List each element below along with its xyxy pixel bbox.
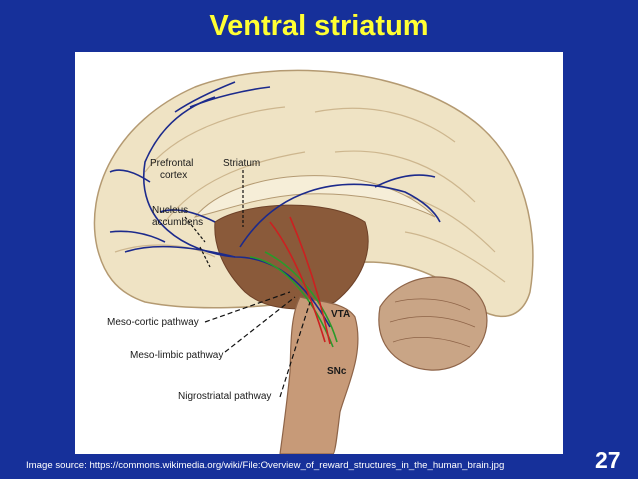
nigrostriatal-pathway-fibers <box>269 216 331 345</box>
label-snc: SNc <box>327 366 347 377</box>
brainstem <box>279 296 359 454</box>
meso-cortic-pathway-fibers <box>109 81 441 328</box>
label-vta: VTA <box>331 309 350 320</box>
gyri-folds <box>114 106 506 283</box>
meso-limbic-pathway-fibers <box>249 251 338 348</box>
label-nucleus-line2: accumbens <box>152 217 203 228</box>
label-nucleus-line1: Nucleus <box>152 205 188 216</box>
label-meso-limbic: Meso-limbic pathway <box>130 350 223 361</box>
slide-title: Ventral striatum <box>209 10 429 42</box>
label-prefrontal-line2: cortex <box>160 170 187 181</box>
image-source-caption: Image source: https://commons.wikimedia.… <box>26 460 505 471</box>
leader-lines <box>184 170 311 398</box>
cerebellum <box>378 276 488 371</box>
brain-illustration: Prefrontal cortex Striatum Nucleus accum… <box>93 69 534 454</box>
label-meso-cortic: Meso-cortic pathway <box>107 317 199 328</box>
label-striatum: Striatum <box>223 158 260 169</box>
label-nigrostriatal: Nigrostriatal pathway <box>178 391 271 402</box>
page-number: 27 <box>595 447 621 473</box>
label-prefrontal-line1: Prefrontal <box>150 158 193 169</box>
cerebellum-folia <box>389 298 476 348</box>
brain-diagram: Prefrontal cortex Striatum Nucleus accum… <box>75 52 563 454</box>
